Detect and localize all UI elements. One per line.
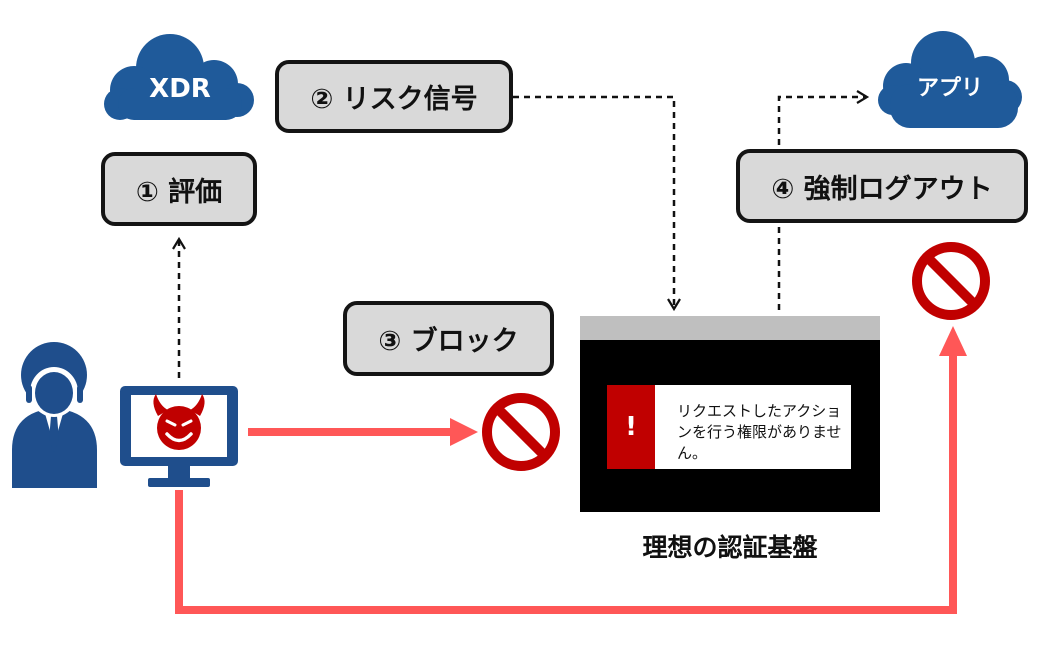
arrow-platform-to-app xyxy=(777,90,870,310)
app-cloud-label: アプリ xyxy=(916,76,983,101)
arrow-attack-to-app xyxy=(175,352,957,614)
user-icon xyxy=(12,342,97,488)
step-block: ③ ブロック xyxy=(343,301,554,376)
arrow-attack-to-app-head xyxy=(939,326,967,356)
step-force-logout: ④ 強制ログアウト xyxy=(736,149,1028,223)
app-cloud-icon xyxy=(878,31,1022,128)
xdr-cloud-label: XDR xyxy=(149,74,211,104)
step-evaluate: ① 評価 xyxy=(101,152,257,226)
xdr-cloud-icon xyxy=(104,34,254,120)
alert-exclamation-icon: ! xyxy=(607,385,655,469)
app-prohibited-icon xyxy=(912,242,990,320)
arrow-attack-to-block-head xyxy=(450,418,478,446)
alert-message: リクエストしたアクションを行う権限がありません。 xyxy=(677,402,842,462)
access-denied-alert: ! リクエストしたアクションを行う権限がありません。 xyxy=(607,385,851,469)
prohibited-icon xyxy=(482,393,560,471)
devil-icon xyxy=(153,394,205,450)
step-risk-signal: ② リスク信号 xyxy=(275,60,513,133)
auth-platform-label: 理想の認証基盤 xyxy=(642,533,818,562)
arrow-risk-signal-to-platform xyxy=(513,95,681,312)
